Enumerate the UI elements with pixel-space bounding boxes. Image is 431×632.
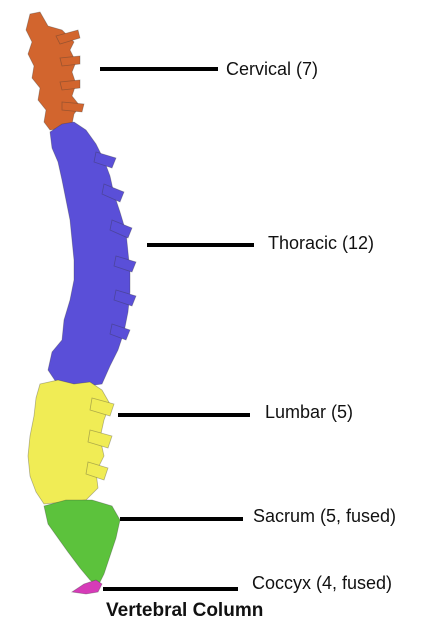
cervical-process: [55, 29, 81, 45]
thoracic-process: [113, 255, 137, 273]
cervical-process: [59, 79, 81, 91]
lumbar-process: [85, 461, 109, 481]
thoracic-process: [109, 323, 131, 341]
pointer-lines: [100, 67, 254, 591]
label-thoracic: Thoracic (12): [268, 233, 375, 253]
thoracic-shape: [47, 121, 131, 387]
lumbar-region: [27, 379, 115, 505]
cervical-region: [25, 11, 85, 131]
coccyx-region: [70, 579, 103, 595]
label-coccyx: Coccyx (4, fused): [252, 573, 393, 593]
thoracic-process: [109, 219, 133, 239]
diagram-title: Vertebral Column: [106, 600, 264, 621]
lumbar-process: [87, 429, 113, 449]
thoracic-process: [113, 289, 137, 307]
sacrum-region: [43, 499, 121, 587]
lumbar-process: [89, 397, 115, 417]
label-sacrum: Sacrum (5, fused): [253, 506, 397, 526]
cervical-process: [59, 55, 81, 67]
sacrum-shape: [43, 499, 121, 587]
coccyx-shape: [70, 579, 103, 595]
cervical-shape: [25, 11, 81, 131]
label-cervical: Cervical (7): [226, 59, 319, 79]
thoracic-process: [101, 183, 125, 203]
label-lumbar: Lumbar (5): [265, 402, 354, 422]
thoracic-region: [47, 121, 137, 387]
cervical-process: [61, 101, 85, 113]
thoracic-process: [93, 151, 117, 169]
